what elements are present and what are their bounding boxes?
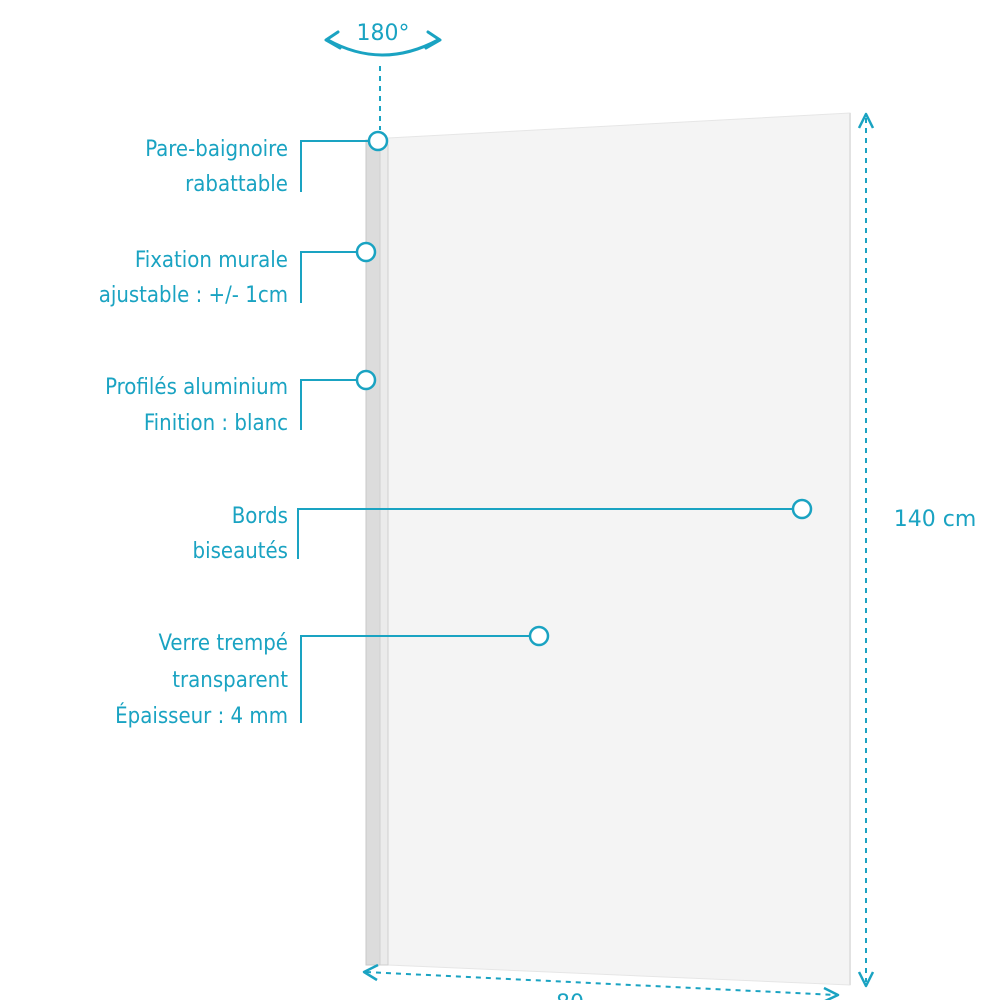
aluminium-profile-inner: [379, 144, 389, 966]
callout-wall-fixing-line-2: ajustable : +/- 1cm: [99, 283, 288, 308]
callout-profiles-leader: [300, 379, 357, 430]
callout-tempered-glass-leader: [300, 635, 529, 723]
callout-tempered-glass-line-3: Épaisseur : 4 mm: [115, 703, 288, 729]
callout-fold-away: Pare-baignoire rabattable: [145, 130, 389, 197]
callout-bevelled-edges-marker: [791, 498, 813, 520]
callout-wall-fixing-leader: [300, 251, 357, 303]
aluminium-profile: [365, 139, 381, 966]
rotation-arrow-left-head: [324, 30, 342, 50]
callout-profiles-marker: [355, 369, 377, 391]
callout-tempered-glass-line-1: Verre trempé: [159, 631, 289, 656]
callout-tempered-glass-marker: [528, 625, 550, 647]
callout-tempered-glass: Verre trempé transparent Épaisseur : 4 m…: [115, 625, 550, 729]
callout-wall-fixing-line-1: Fixation murale: [135, 248, 288, 273]
width-label: 80: [556, 991, 584, 1000]
callout-profiles-line-1: Profilés aluminium: [105, 375, 288, 400]
height-dimension: 140 cm: [857, 112, 977, 988]
height-label: 140 cm: [894, 507, 977, 532]
callout-profiles-line-2: Finition : blanc: [144, 411, 288, 436]
callout-tempered-glass-line-2: transparent: [172, 668, 288, 693]
height-arrow-top-icon: [857, 112, 875, 129]
callout-bevelled-edges-leader: [297, 508, 792, 559]
glass-panel: [387, 112, 851, 986]
width-arrow-left-icon: [362, 963, 379, 982]
width-dimension-line: [365, 971, 837, 996]
callout-wall-fixing-marker: [355, 241, 377, 263]
callout-wall-fixing: Fixation murale ajustable : +/- 1cm: [99, 241, 377, 308]
callout-bevelled-edges-line-1: Bords: [232, 504, 288, 529]
callout-fold-away-line-1: Pare-baignoire: [145, 137, 288, 162]
callout-bevelled-edges-line-2: biseautés: [193, 539, 289, 564]
rotation-arrow-right-head: [424, 30, 442, 50]
height-arrow-bottom-icon: [857, 971, 875, 988]
callout-bevelled-edges: Bords biseautés: [193, 498, 813, 564]
callout-profiles: Profilés aluminium Finition : blanc: [105, 369, 377, 436]
rotation-label: 180°: [357, 21, 410, 46]
callout-fold-away-leader: [300, 140, 369, 192]
callout-fold-away-marker: [367, 130, 389, 152]
callout-fold-away-line-2: rabattable: [185, 172, 288, 197]
width-arrow-right-icon: [823, 986, 840, 1000]
rotation-arrow-icon: [327, 38, 439, 57]
